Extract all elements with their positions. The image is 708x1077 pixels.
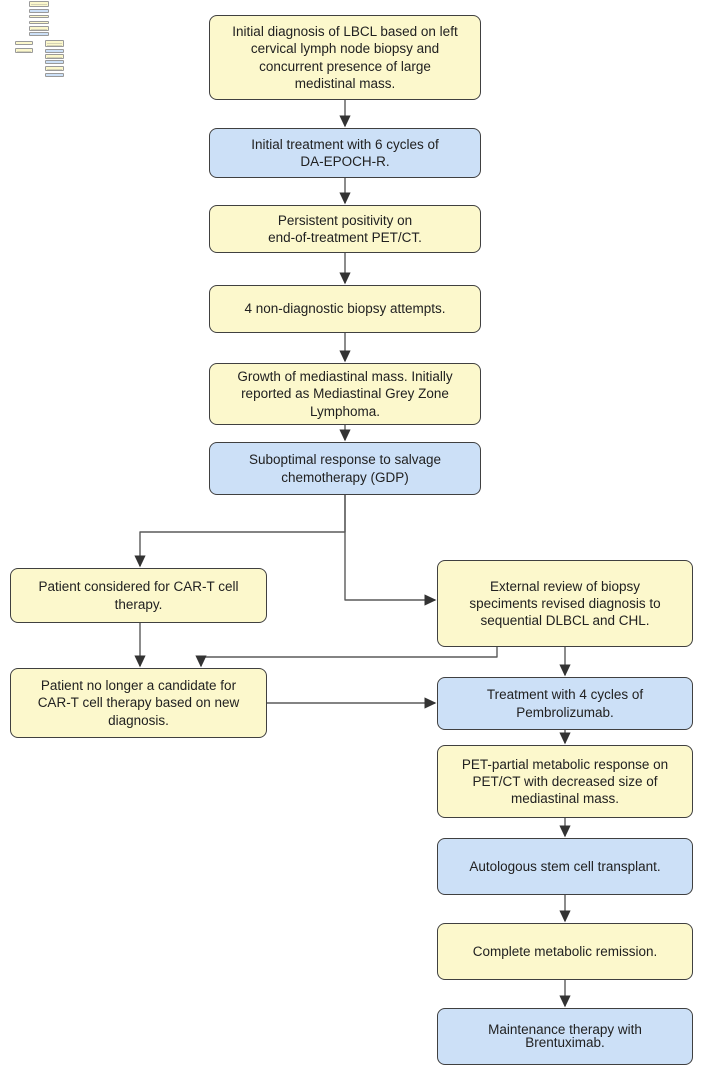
flow-node-label: Patient no longer a candidate for CAR-T … (37, 678, 240, 728)
flow-node-complete-remission: Complete metabolic remission. (437, 923, 693, 980)
minimap-node (29, 26, 49, 31)
minimap-node (45, 40, 64, 47)
flow-node-initial-diagnosis: Initial diagnosis of LBCL based on left … (209, 15, 481, 100)
flow-node-label: 4 non-diagnostic biopsy attempts. (244, 301, 446, 317)
flow-node-cart-considered: Patient considered for CAR-T cell therap… (10, 568, 267, 623)
flow-node-pet-partial-response: PET-partial metabolic response on PET/CT… (437, 745, 693, 818)
flow-node-label: Initial diagnosis of LBCL based on left … (232, 23, 458, 91)
flow-node-label: Initial treatment with 6 cycles of DA-EP… (251, 136, 439, 169)
flow-node-stem-cell-transplant: Autologous stem cell transplant. (437, 838, 693, 895)
flow-node-pembrolizumab: Treatment with 4 cycles of Pembrolizumab… (437, 677, 693, 730)
flow-node-label: Patient considered for CAR-T cell therap… (38, 579, 239, 612)
minimap-node (45, 60, 64, 65)
minimap-node (45, 66, 64, 71)
minimap-node (45, 53, 64, 59)
flow-node-brentuximab: Maintenance therapy with Brentuximab. (437, 1008, 693, 1065)
flow-edge-suboptimal-response-to-cart-considered (134, 495, 346, 568)
flow-node-label: Treatment with 4 cycles of Pembrolizumab… (486, 687, 644, 720)
flow-node-biopsy-attempts: 4 non-diagnostic biopsy attempts. (209, 285, 481, 333)
flow-node-label: External review of biopsy speciments rev… (469, 578, 661, 629)
flow-node-label: Persistent positivity on end-of-treatmen… (268, 212, 422, 245)
flow-node-label: Suboptimal response to salvage chemother… (248, 452, 442, 485)
flow-node-persistent-positivity: Persistent positivity on end-of-treatmen… (209, 205, 481, 253)
minimap-node (29, 1, 49, 8)
minimap-node (29, 20, 49, 24)
minimap-node (14, 48, 34, 54)
flow-node-initial-treatment: Initial treatment with 6 cycles of DA-EP… (209, 128, 481, 178)
flow-node-label: Maintenance therapy with Brentuximab. (488, 1022, 642, 1050)
flow-node-label: Complete metabolic remission. (472, 943, 658, 959)
minimap-node (45, 72, 64, 77)
minimap-node (29, 14, 49, 19)
flow-edge-suboptimal-response-to-external-review (344, 495, 437, 606)
flow-node-suboptimal-response: Suboptimal response to salvage chemother… (209, 442, 481, 495)
minimap-node (45, 48, 64, 53)
flow-edge-external-review-to-cart-no-longer (195, 647, 498, 668)
flow-node-label: Autologous stem cell transplant. (469, 858, 661, 874)
minimap-node (29, 31, 49, 36)
minimap-node (14, 40, 34, 45)
flow-node-external-review: External review of biopsy speciments rev… (437, 560, 693, 647)
flow-node-label: Growth of mediastinal mass. Initially re… (237, 369, 453, 419)
minimap-node (29, 9, 49, 13)
flow-node-mass-growth: Growth of mediastinal mass. Initially re… (209, 363, 481, 425)
flow-node-cart-no-longer: Patient no longer a candidate for CAR-T … (10, 668, 267, 738)
flow-node-label: PET-partial metabolic response on PET/CT… (461, 756, 669, 807)
